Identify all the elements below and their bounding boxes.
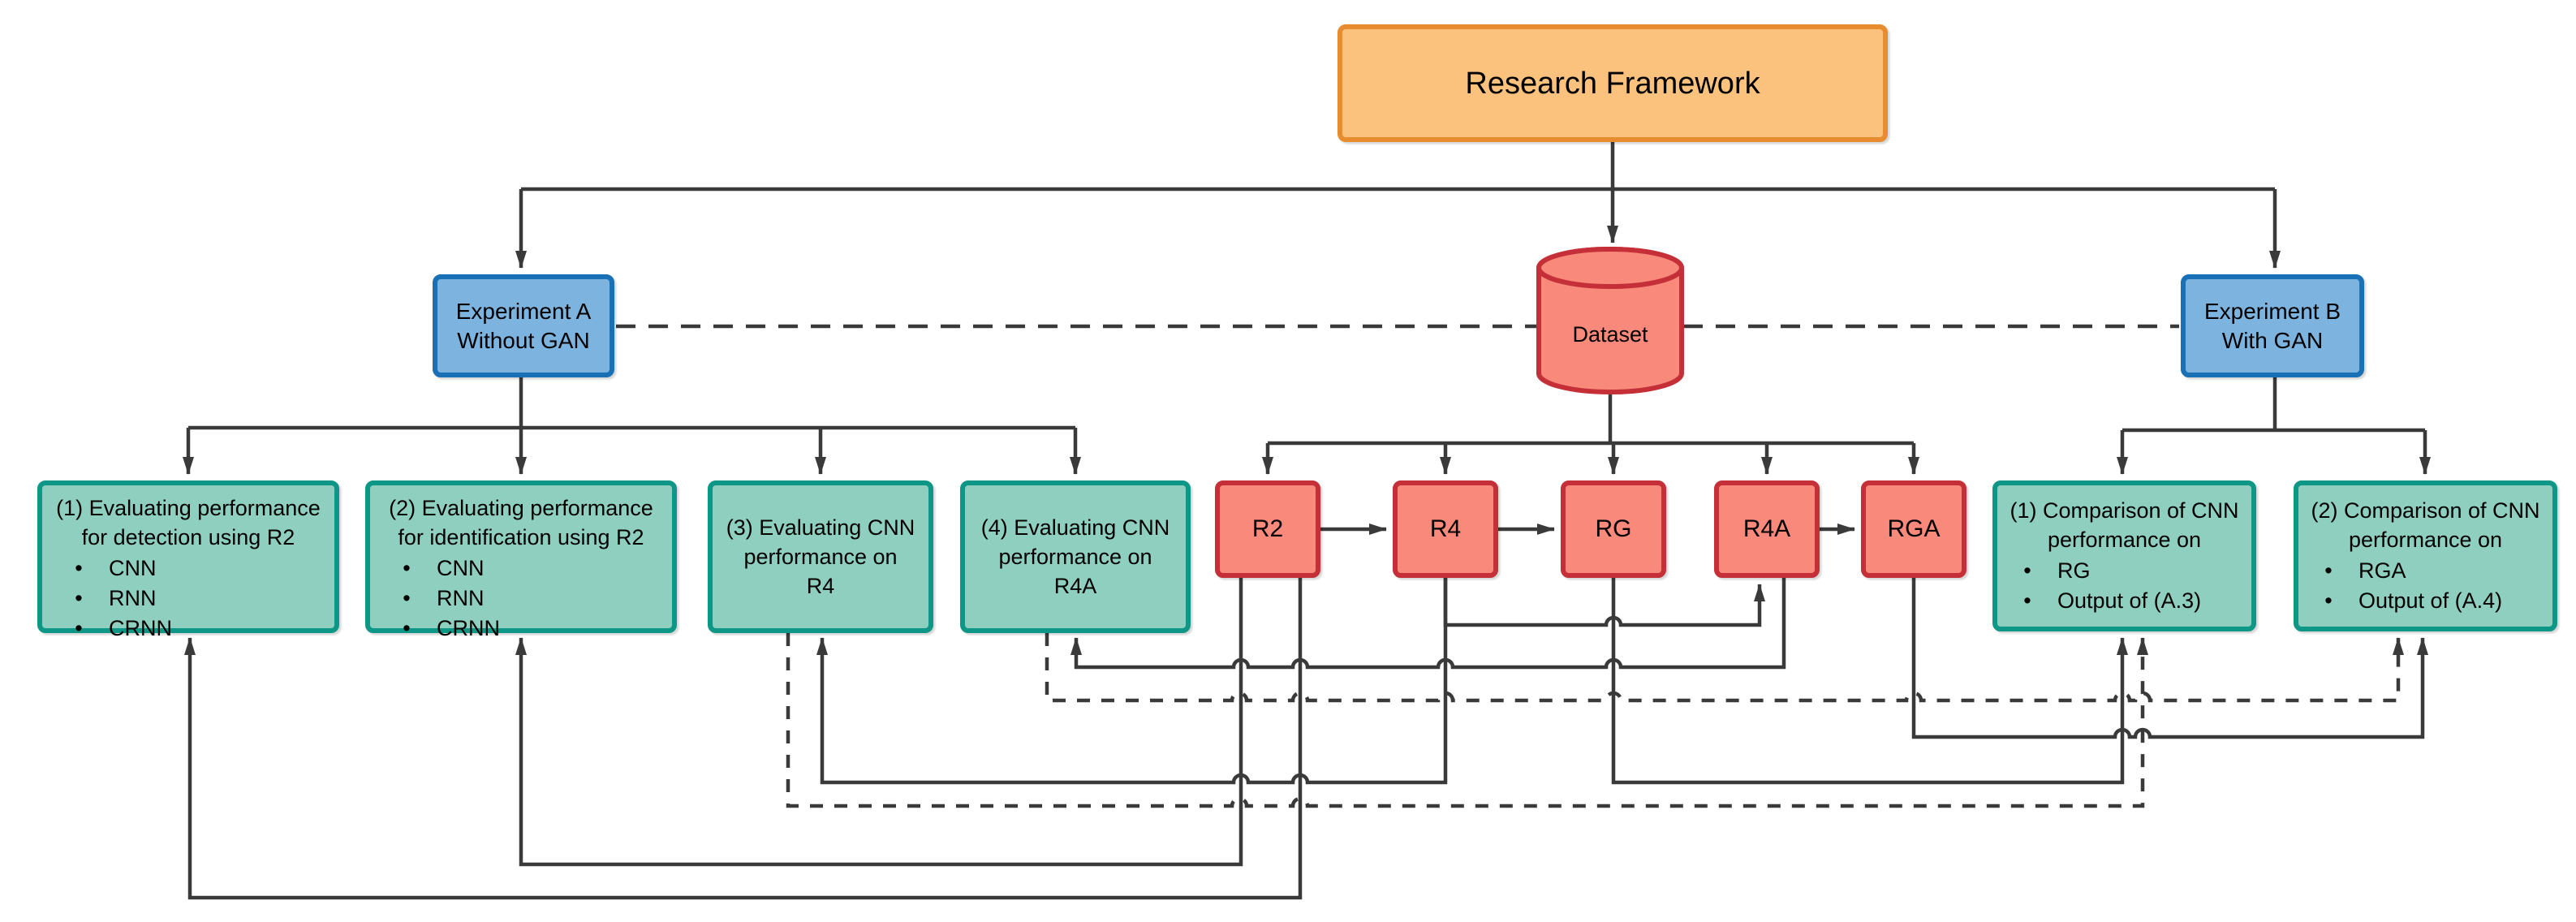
- node-eval-2: (2) Evaluating performance for identific…: [365, 480, 677, 640]
- node-title-line: (3) Evaluating CNN: [726, 515, 915, 540]
- node-eval-1: (1) Evaluating performance for detection…: [37, 480, 339, 640]
- bullet-item: Output of (A.3): [2018, 586, 2201, 616]
- node-label: R2: [1251, 515, 1284, 542]
- bullet-item: RNN: [70, 584, 172, 614]
- node-title-line: performance on: [2047, 528, 2202, 552]
- node-title-line: performance on: [2348, 528, 2503, 552]
- bullet-list: CNN RNN CRNN: [370, 554, 500, 644]
- node-title-line: (4) Evaluating CNN: [980, 515, 1170, 540]
- bullet-list: RGA Output of (A.4): [2298, 556, 2502, 616]
- node-title-line: (2) Comparison of CNN: [2311, 498, 2540, 523]
- node-title-line: (2) Evaluating performance: [389, 496, 653, 520]
- bullet-item: CNN: [398, 554, 500, 584]
- node-label-line: With GAN: [2221, 327, 2324, 353]
- node-title-line: performance on: [743, 545, 898, 569]
- bullet-item: RGA: [2320, 556, 2502, 586]
- node-r4a: R4A: [1714, 480, 1820, 578]
- node-title-line: R4: [806, 574, 835, 598]
- node-title-line: (1) Evaluating performance: [56, 496, 321, 520]
- node-label-line: Without GAN: [457, 327, 590, 353]
- node-title-line: R4A: [1053, 574, 1097, 598]
- bullet-item: RG: [2018, 556, 2201, 586]
- bullet-item: CRNN: [70, 614, 172, 644]
- node-label: Research Framework: [1465, 66, 1760, 101]
- node-eval-4: (4) Evaluating CNN performance on R4A: [960, 480, 1191, 633]
- node-label: R4A: [1742, 515, 1791, 542]
- node-experiment-b: Experiment B With GAN: [2181, 274, 2364, 377]
- node-r4: R4: [1393, 480, 1498, 578]
- node-comparison-2: (2) Comparison of CNN performance on RGA…: [2294, 480, 2557, 631]
- node-title-line: for detection using R2: [81, 525, 295, 549]
- node-r2: R2: [1215, 480, 1320, 578]
- node-label: RGA: [1887, 515, 1941, 542]
- bullet-list: CNN RNN CRNN: [42, 554, 172, 644]
- bullet-item: Output of (A.4): [2320, 586, 2502, 616]
- node-comparison-1: (1) Comparison of CNN performance on RG …: [1992, 480, 2256, 631]
- bullet-item: CNN: [70, 554, 172, 584]
- node-title-line: for identification using R2: [398, 525, 644, 549]
- node-rg: RG: [1561, 480, 1666, 578]
- node-label: RG: [1595, 515, 1632, 542]
- dataset-cylinder: [1536, 247, 1684, 394]
- node-rga: RGA: [1861, 480, 1966, 578]
- bullet-item: CRNN: [398, 614, 500, 644]
- node-research-framework: Research Framework: [1338, 24, 1888, 142]
- node-label-line: Experiment A: [455, 298, 592, 324]
- bullet-list: RG Output of (A.3): [1997, 556, 2201, 616]
- node-eval-3: (3) Evaluating CNN performance on R4: [708, 480, 933, 633]
- node-title-line: performance on: [998, 545, 1152, 569]
- bullet-item: RNN: [398, 584, 500, 614]
- node-label: R4: [1429, 515, 1462, 542]
- node-experiment-a: Experiment A Without GAN: [433, 274, 614, 377]
- node-dataset-label: Dataset: [1572, 321, 1648, 347]
- node-title-line: (1) Comparison of CNN: [2010, 498, 2239, 523]
- node-label-line: Experiment B: [2203, 298, 2341, 324]
